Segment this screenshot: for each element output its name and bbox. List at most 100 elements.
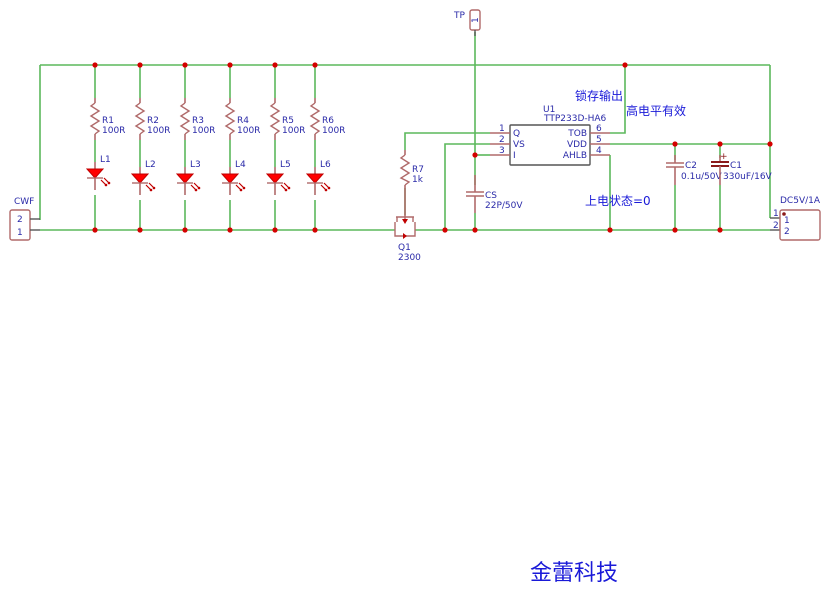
ic-pin-name: VS: [513, 140, 525, 150]
touch-pad-ref: TP: [453, 11, 465, 21]
note-power-on-state: 上电状态=0: [585, 194, 651, 208]
arrow-head-icon: [152, 186, 156, 190]
arrow-head-icon: [197, 186, 201, 190]
resistor-zigzag: [179, 102, 191, 135]
resistor-ref: R6: [322, 116, 334, 126]
ic-pin-num: 5: [596, 135, 602, 145]
capacitor-ref: CS: [485, 191, 497, 201]
led-triangle-icon: [130, 173, 150, 184]
led-ref: L4: [235, 160, 246, 170]
resistor-ref: R1: [102, 116, 114, 126]
resistor-value: 100R: [282, 126, 305, 136]
wire-tob: [610, 65, 626, 134]
arrow-head-icon: [284, 188, 288, 192]
junction: [137, 62, 143, 68]
led-triangle-icon: [85, 168, 105, 179]
junction: [92, 227, 98, 233]
wire-vs-pin: [444, 143, 490, 230]
mosfet-value: 2300: [398, 253, 421, 263]
ic-u1[interactable]: U1 TTP233D-HA6 1 2 3 Q VS I 6 5 4 TOB VD…: [490, 105, 610, 166]
ic-part: TTP233D-HA6: [543, 114, 607, 124]
led-ref: L6: [320, 160, 331, 170]
note-latch-output: 锁存输出: [575, 88, 623, 103]
mosfet-q1[interactable]: Q1 2300: [394, 190, 421, 263]
ic-pin-name: VDD: [567, 140, 587, 150]
ic-pin-num: 1: [499, 124, 505, 134]
light-emission-icon: [235, 182, 245, 191]
arrow-head-icon: [194, 188, 198, 192]
capacitor-value: 22P/50V: [485, 201, 523, 211]
ic-pin-num: 6: [596, 124, 602, 134]
led-triangle-icon: [305, 173, 325, 184]
resistor-zigzag: [224, 102, 236, 135]
connector-dc-ref: DC5V/1A: [780, 196, 821, 206]
arrow-head-icon: [149, 188, 153, 192]
capacitor-cs[interactable]: CS 22P/50V: [466, 175, 523, 213]
ic-pin-name: I: [513, 151, 516, 161]
junction: [767, 141, 773, 147]
light-emission-icon: [320, 182, 330, 191]
touch-pad-pin: 1: [471, 17, 481, 23]
ic-pin-num: 4: [596, 146, 602, 156]
resistor-value: 1k: [412, 175, 424, 185]
led-l1[interactable]: L1: [85, 155, 111, 190]
arrow-head-icon: [242, 186, 246, 190]
connector-dc-outer-pin: 2: [773, 221, 779, 231]
junction: [227, 227, 233, 233]
led-l4[interactable]: L4: [220, 160, 246, 195]
resistor-zigzag: [399, 154, 411, 186]
ic-ref: U1: [543, 105, 555, 115]
capacitor-c2[interactable]: C2 0.1u/50V: [666, 155, 723, 185]
connector-cwf-pin: 2: [17, 215, 23, 225]
connector-cwf[interactable]: CWF 2 1: [9, 197, 40, 241]
junction: [472, 152, 478, 158]
resistor-ref: R4: [237, 116, 249, 126]
junction: [182, 227, 188, 233]
connector-dc-outer-pin: 1: [773, 209, 779, 219]
junctions: [92, 62, 773, 233]
junction: [312, 62, 318, 68]
mosfet-arrow-icon: [402, 219, 408, 224]
light-emission-icon: [145, 182, 155, 191]
led-l2[interactable]: L2: [130, 160, 156, 195]
touch-pad-tp[interactable]: TP 1: [453, 9, 481, 36]
capacitor-c1[interactable]: + C1 330uF/16V: [711, 152, 773, 185]
junction: [312, 227, 318, 233]
wire-q-pin: [404, 132, 490, 150]
connector-dc5v[interactable]: DC5V/1A 1 2 1 2: [770, 196, 821, 241]
led-l3[interactable]: L3: [175, 160, 201, 195]
junction: [717, 227, 723, 233]
led-l5[interactable]: L5: [265, 160, 291, 195]
resistor-value: 100R: [102, 126, 125, 136]
led-ref: L1: [100, 155, 111, 165]
led-l6[interactable]: L6: [305, 160, 331, 195]
arrow-head-icon: [287, 186, 291, 190]
arrow-head-icon: [324, 188, 328, 192]
led-ref: L3: [190, 160, 201, 170]
ic-pin-num: 3: [499, 146, 505, 156]
light-emission-icon: [100, 177, 110, 186]
capacitor-value: 330uF/16V: [723, 172, 773, 182]
led-triangle-icon: [175, 173, 195, 184]
junction: [442, 227, 448, 233]
resistor-ref: R5: [282, 116, 294, 126]
resistor-r7[interactable]: R7 1k: [399, 150, 424, 190]
resistor-ref: R2: [147, 116, 159, 126]
connector-dc-body: [779, 209, 821, 241]
led-ref: L2: [145, 160, 156, 170]
resistor-zigzag: [134, 102, 146, 135]
diode-icon: [403, 233, 407, 239]
note-active-high: 高电平有效: [626, 103, 686, 118]
junction: [472, 227, 478, 233]
ic-pin-name: Q: [513, 129, 520, 139]
polarity-plus-icon: +: [720, 152, 728, 162]
junction: [272, 227, 278, 233]
